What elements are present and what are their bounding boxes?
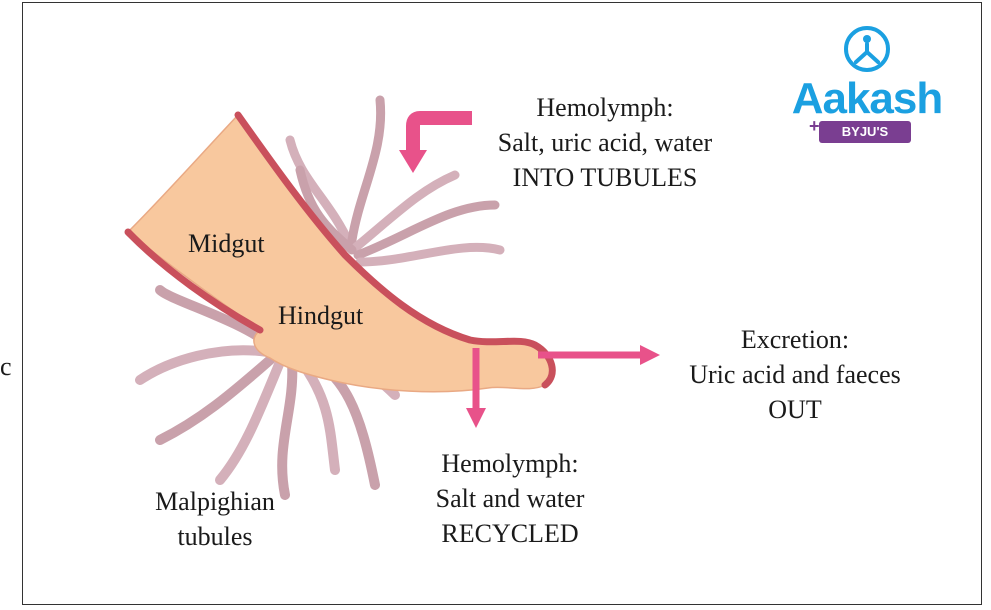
arrow-excretion-out xyxy=(538,345,660,365)
into-tubules-line1: Hemolymph: xyxy=(470,90,740,125)
logo-plus-icon: + xyxy=(809,116,820,137)
aakash-wordmark: Aakash xyxy=(782,74,952,124)
excretion-line2: Uric acid and faeces xyxy=(664,357,926,392)
hindgut-label: Hindgut xyxy=(278,298,363,333)
excretion-label: Excretion: Uric acid and faeces OUT xyxy=(664,322,926,427)
into-tubules-line2: Salt, uric acid, water xyxy=(470,125,740,160)
recycled-line2: Salt and water xyxy=(408,481,612,516)
recycled-label: Hemolymph: Salt and water RECYCLED xyxy=(408,446,612,551)
recycled-line3: RECYCLED xyxy=(408,516,612,551)
malpighian-label-line2: tubules xyxy=(140,519,290,554)
malpighian-label: Malpighian tubules xyxy=(140,484,290,554)
aakash-byjus-logo: Aakash + BYJU'S xyxy=(782,22,952,147)
excretion-line1: Excretion: xyxy=(664,322,926,357)
midgut-label: Midgut xyxy=(188,226,265,261)
excretion-line3: OUT xyxy=(664,392,926,427)
byjus-badge: BYJU'S xyxy=(819,121,911,143)
into-tubules-line3: INTO TUBULES xyxy=(470,160,740,195)
recycled-line1: Hemolymph: xyxy=(408,446,612,481)
aakash-person-icon xyxy=(782,22,952,82)
malpighian-label-line1: Malpighian xyxy=(140,484,290,519)
arrow-into-tubules xyxy=(399,118,472,173)
into-tubules-label: Hemolymph: Salt, uric acid, water INTO T… xyxy=(470,90,740,195)
